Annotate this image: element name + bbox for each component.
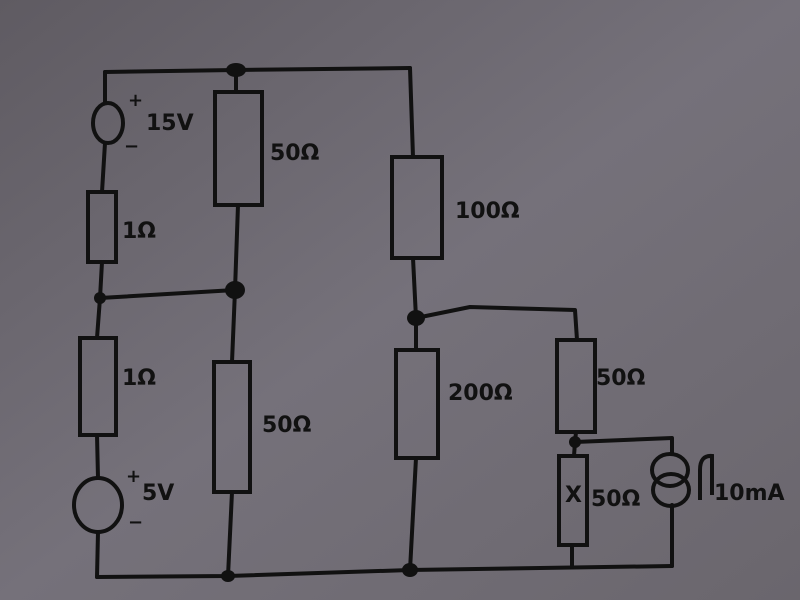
voltage-source-5v-label: 5V — [142, 481, 174, 506]
node-top-center — [226, 63, 246, 77]
resistor-1ohm-upper-label: 1Ω — [122, 219, 156, 244]
resistor-200ohm-label: 200Ω — [448, 381, 513, 406]
current-source-arrow — [698, 453, 714, 500]
wire-middle-rail — [98, 288, 237, 300]
resistor-50ohm-upper-body — [213, 90, 264, 207]
resistor-100ohm-label: 100Ω — [455, 199, 520, 224]
resistor-1ohm-upper: 1Ω — [86, 190, 156, 264]
voltage-source-5v: + − 5V — [72, 466, 174, 534]
resistor-50ohm-upper-label: 50Ω — [270, 141, 320, 166]
resistor-x-50ohm: X 50Ω — [557, 454, 641, 547]
wire-right-top — [408, 66, 415, 159]
resistor-50ohm-right-label: 50Ω — [596, 366, 646, 391]
wire-left-vsrc-to-bottom — [95, 530, 100, 579]
resistor-1ohm-lower-label: 1Ω — [122, 366, 156, 391]
resistor-x-body — [557, 454, 589, 547]
resistor-50ohm-right: 50Ω — [555, 338, 646, 434]
wire-bottom-rail — [95, 564, 674, 579]
node-bottom-center — [221, 570, 235, 582]
voltage-source-15v-plus: + — [128, 90, 143, 111]
voltage-source-15v: + − 15V — [91, 90, 194, 157]
resistor-100ohm: 100Ω — [390, 155, 520, 260]
node-right-small — [569, 436, 581, 448]
node-mid-left — [94, 292, 106, 304]
node-bottom-right — [402, 563, 418, 577]
resistor-x-mark: X — [565, 483, 582, 508]
voltage-source-5v-circle — [72, 476, 124, 534]
current-source-10ma-label: 10mA — [714, 481, 785, 506]
resistor-1ohm-upper-body — [86, 190, 118, 264]
voltage-source-15v-label: 15V — [146, 111, 194, 136]
wire-center-mid-to-r50b — [230, 288, 237, 364]
wire-center-r50b-to-bottom — [226, 490, 234, 578]
wire-left-mid-to-r1b — [95, 296, 102, 340]
node-right-mid — [407, 310, 425, 326]
resistor-x-label: 50Ω — [591, 487, 641, 512]
resistor-1ohm-lower-body — [78, 336, 118, 437]
wire-right-r100-to-node — [411, 256, 418, 320]
node-mid-center — [225, 281, 245, 299]
current-source-10ma: 10mA — [650, 452, 785, 508]
current-source-upper-circle — [650, 452, 690, 488]
resistor-50ohm-right-body — [555, 338, 597, 434]
wire-left-vsrc-to-r1 — [100, 141, 107, 194]
wire-center-r50-to-mid — [233, 203, 240, 292]
resistor-50ohm-upper: 50Ω — [213, 90, 320, 207]
wire-node-to-isrc — [573, 436, 674, 456]
resistor-50ohm-lower: 50Ω — [212, 360, 312, 494]
resistor-1ohm-lower: 1Ω — [78, 336, 156, 437]
voltage-source-5v-plus: + — [126, 466, 141, 487]
resistor-100ohm-body — [390, 155, 444, 260]
voltage-source-15v-circle — [91, 101, 125, 145]
resistor-50ohm-lower-label: 50Ω — [262, 413, 312, 438]
resistor-200ohm-body — [394, 348, 440, 460]
resistor-200ohm: 200Ω — [394, 348, 513, 460]
wire-left-r1b-to-vsrc — [95, 433, 100, 480]
wire-left-r1-to-mid — [98, 260, 104, 300]
voltage-source-5v-minus: − — [128, 512, 143, 533]
current-source-lower-circle — [651, 472, 691, 508]
wire-right-branch — [414, 305, 579, 342]
wires — [95, 66, 674, 579]
voltage-source-15v-minus: − — [124, 136, 139, 157]
resistor-50ohm-lower-body — [212, 360, 252, 494]
wire-right-r200-to-bottom — [408, 456, 418, 572]
junction-nodes — [94, 63, 581, 582]
